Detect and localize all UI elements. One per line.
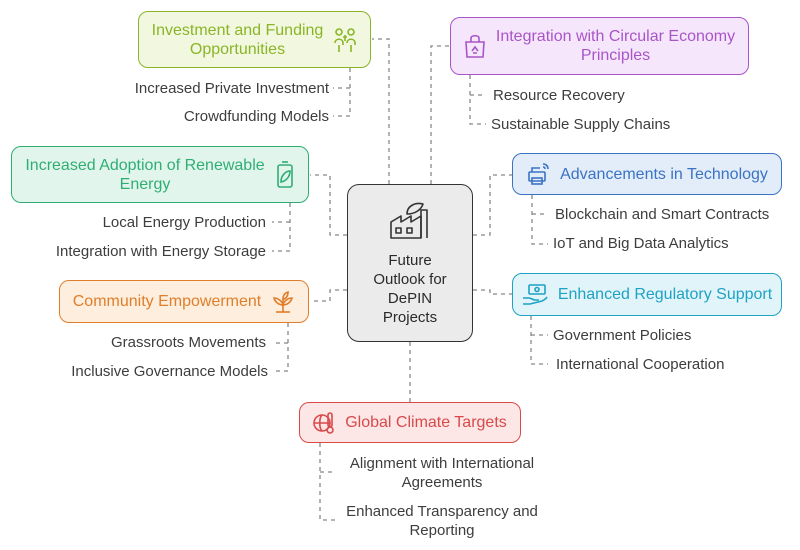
printer-signal-icon bbox=[526, 162, 550, 186]
sub-item: Alignment with International Agreements bbox=[349, 455, 535, 491]
sub-item: Resource Recovery bbox=[493, 87, 625, 104]
sub-item: Government Policies bbox=[553, 327, 692, 344]
sub-item: International Cooperation bbox=[556, 356, 725, 373]
branch-title: Integration with Circular Economy Princi… bbox=[495, 28, 736, 64]
recycle-bag-icon bbox=[464, 34, 486, 58]
center-title: Future Outlook for DePIN Projects bbox=[373, 251, 447, 326]
sub-item: Increased Private Investment bbox=[134, 80, 329, 97]
branch-title: Advancements in Technology bbox=[560, 165, 768, 183]
branch-title: Enhanced Regulatory Support bbox=[557, 286, 773, 303]
sub-item: IoT and Big Data Analytics bbox=[553, 235, 729, 252]
branch-regulatory-support: Enhanced Regulatory Support bbox=[512, 273, 782, 316]
people-money-icon bbox=[333, 27, 357, 53]
branch-title: Community Empowerment bbox=[72, 293, 262, 310]
globe-thermometer-icon bbox=[313, 411, 335, 435]
sub-item: Integration with Energy Storage bbox=[55, 243, 266, 260]
branch-investment-funding: Investment and Funding Opportunities bbox=[138, 11, 371, 68]
branch-renewable-energy: Increased Adoption of Renewable Energy bbox=[11, 146, 309, 203]
branch-climate-targets: Global Climate Targets bbox=[299, 402, 521, 443]
sub-item: Inclusive Governance Models bbox=[71, 363, 268, 380]
sub-item: Enhanced Transparency and Reporting bbox=[346, 503, 538, 539]
branch-circular-economy: Integration with Circular Economy Princi… bbox=[450, 17, 749, 75]
hand-money-icon bbox=[522, 283, 548, 306]
branch-community-empowerment: Community Empowerment bbox=[59, 280, 309, 323]
sub-item: Blockchain and Smart Contracts bbox=[555, 206, 770, 223]
center-node: Future Outlook for DePIN Projects bbox=[347, 184, 473, 342]
branch-technology: Advancements in Technology bbox=[512, 153, 782, 195]
sub-item: Grassroots Movements bbox=[110, 334, 266, 351]
branch-title: Investment and Funding Opportunities bbox=[151, 21, 324, 58]
branch-title: Increased Adoption of Renewable Energy bbox=[25, 156, 265, 193]
sub-item: Local Energy Production bbox=[102, 214, 266, 231]
sub-item: Crowdfunding Models bbox=[183, 108, 329, 125]
factory-leaf-icon bbox=[387, 200, 433, 245]
branch-title: Global Climate Targets bbox=[345, 414, 507, 431]
sub-item: Sustainable Supply Chains bbox=[491, 116, 671, 133]
sprout-icon bbox=[271, 290, 295, 313]
battery-leaf-icon bbox=[275, 160, 295, 189]
